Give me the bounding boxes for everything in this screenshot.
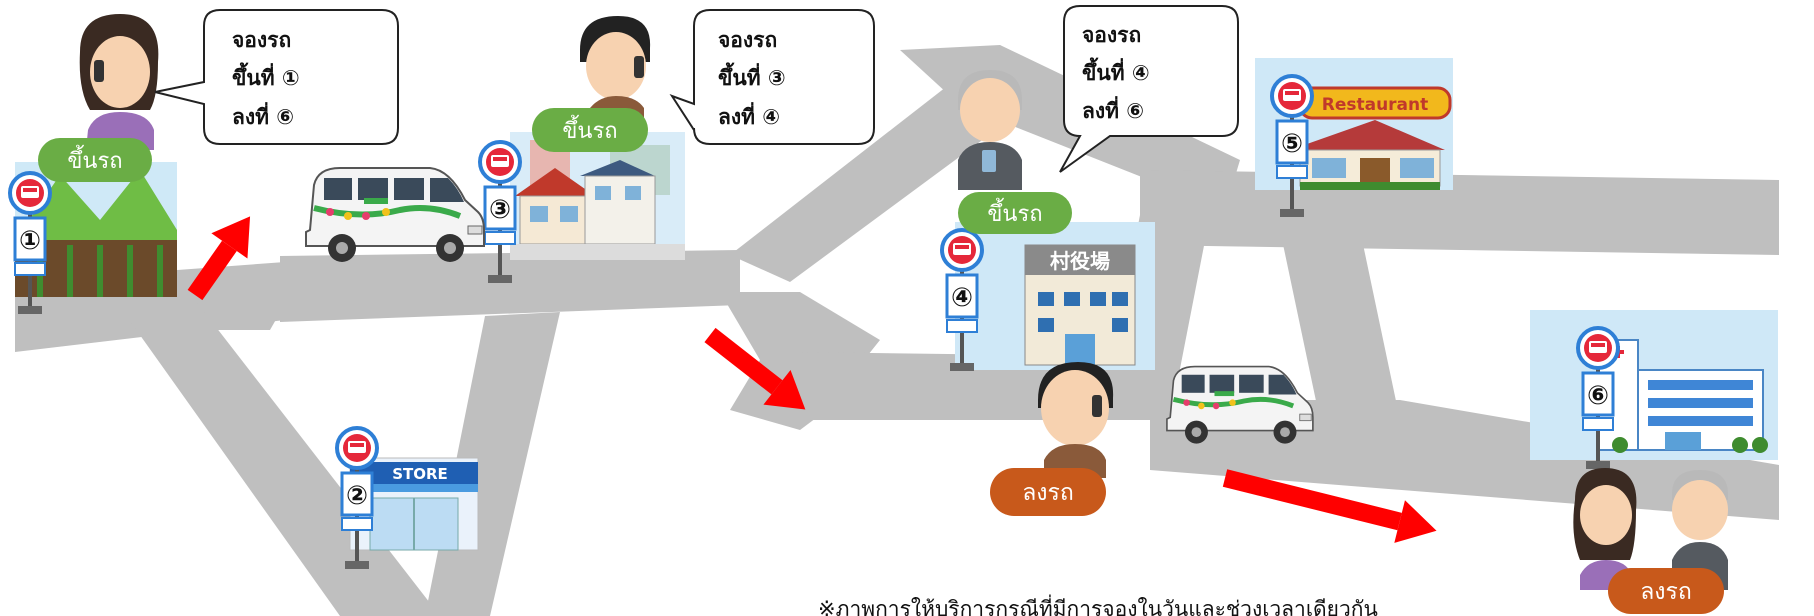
stop-number-4: ④ — [951, 283, 973, 313]
passenger-man-phone — [580, 16, 651, 118]
bubble-2-line1: จองรถ — [718, 28, 777, 52]
stop-number-1: ① — [19, 226, 41, 256]
shared-van-1 — [306, 168, 484, 262]
stop-number-6: ⑥ — [1587, 381, 1609, 411]
bubble-1-line3: ลงที่ ⑥ — [232, 101, 294, 129]
bus-stop-4: ④ — [940, 228, 984, 373]
svg-text:ลงรถ: ลงรถ — [1022, 480, 1074, 506]
restaurant-sign: Restaurant — [1322, 95, 1429, 115]
svg-text:ขึ้นรถ: ขึ้นรถ — [987, 198, 1042, 227]
passenger-man-alighting — [1038, 362, 1114, 478]
alight-label-1: ลงรถ — [990, 468, 1106, 516]
bubble-3-line1: จองรถ — [1082, 23, 1141, 47]
alight-label-2: ลงรถ — [1608, 568, 1724, 614]
residential-houses — [510, 132, 685, 260]
board-label-1: ขึ้นรถ — [38, 138, 152, 182]
bus-stop-6: ⑥ — [1576, 326, 1620, 471]
bubble-1-line2: ขึ้นที่ ① — [232, 62, 300, 90]
bus-stop-2: ② — [335, 426, 379, 571]
stop-number-3: ③ — [489, 195, 511, 225]
bubble-2-line3: ลงที่ ④ — [718, 101, 780, 129]
bubble-1-line1: จองรถ — [232, 28, 291, 52]
passenger-elderly-man-phone — [958, 70, 1022, 190]
passenger-woman-phone — [79, 14, 159, 150]
arrow-down-right — [704, 327, 806, 410]
stop-number-5: ⑤ — [1281, 129, 1303, 159]
arrow-up-right — [187, 216, 251, 301]
svg-text:ขึ้นรถ: ขึ้นรถ — [562, 115, 617, 144]
bus-stop-5: ⑤ — [1270, 74, 1314, 219]
store-sign: STORE — [392, 465, 448, 483]
bubble-3-line3: ลงที่ ⑥ — [1082, 95, 1144, 123]
speech-bubble-3: จองรถ ขึ้นที่ ④ ลงที่ ⑥ — [1059, 5, 1239, 173]
hospital-building — [1530, 310, 1778, 460]
bubble-2-line2: ขึ้นที่ ③ — [718, 62, 786, 90]
bus-stop-3: ③ — [478, 140, 522, 285]
svg-text:ขึ้นรถ: ขึ้นรถ — [67, 145, 122, 174]
board-label-3: ขึ้นรถ — [958, 192, 1072, 234]
arrow-right — [1222, 469, 1437, 543]
village-office-sign: 村役場 — [1050, 249, 1110, 273]
speech-bubble-2: จองรถ ขึ้นที่ ③ ลงที่ ④ — [669, 9, 875, 145]
stop-number-2: ② — [346, 481, 368, 511]
speech-bubble-1: จองรถ ขึ้นที่ ① ลงที่ ⑥ — [154, 9, 399, 145]
bus-stop-1: ① — [8, 171, 52, 316]
village-office-building: 村役場 — [955, 222, 1155, 370]
svg-text:ลงรถ: ลงรถ — [1640, 579, 1692, 605]
board-label-2: ขึ้นรถ — [532, 108, 648, 152]
bubble-3-line2: ขึ้นที่ ④ — [1082, 57, 1150, 85]
footnote: ※ภาพการให้บริการกรณีที่มีการจองในวันและช… — [818, 594, 1378, 616]
direction-arrows — [187, 216, 1437, 543]
